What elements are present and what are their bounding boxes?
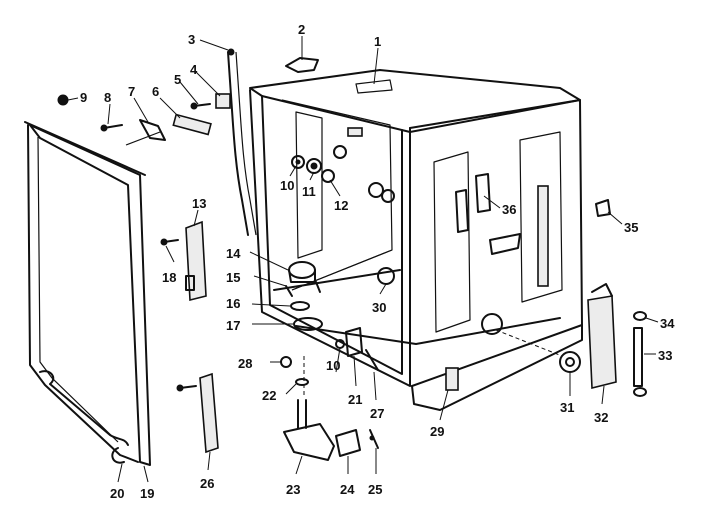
part-27-screw xyxy=(365,349,379,371)
callout-34: 34 xyxy=(660,316,675,331)
tub-body xyxy=(249,69,583,411)
callout-23: 23 xyxy=(286,482,300,497)
part-24-bracket xyxy=(335,429,361,457)
callout-7: 7 xyxy=(128,84,135,99)
callout-29: 29 xyxy=(430,424,444,439)
callout-9: 9 xyxy=(80,90,87,105)
part-26-hinge-arm xyxy=(176,372,219,454)
part-28-nut xyxy=(280,356,292,368)
part-30-grommet xyxy=(377,267,395,285)
part-14-cap xyxy=(288,261,316,279)
part-4-clip xyxy=(215,93,231,109)
callout-27: 27 xyxy=(370,406,384,421)
part-15-screw xyxy=(285,285,293,297)
callout-8: 8 xyxy=(104,90,111,105)
part-32-leg-bracket xyxy=(587,295,617,390)
callout-10-lower: 10 xyxy=(326,358,340,373)
callout-20: 20 xyxy=(110,486,124,501)
callout-36: 36 xyxy=(502,202,516,217)
part-2-bracket xyxy=(285,57,319,73)
callout-11: 11 xyxy=(302,184,316,199)
callout-19: 19 xyxy=(140,486,154,501)
drain-port xyxy=(481,313,503,335)
callout-30: 30 xyxy=(372,300,386,315)
callout-10-upper: 10 xyxy=(280,178,294,193)
callout-14: 14 xyxy=(226,246,241,261)
callout-22: 22 xyxy=(262,388,276,403)
pin xyxy=(297,399,307,429)
part-29-plate xyxy=(445,367,459,391)
callout-17: 17 xyxy=(226,318,240,333)
side-brackets xyxy=(455,173,521,255)
hinge-assembly xyxy=(283,423,379,461)
door-gasket xyxy=(24,121,151,466)
part-7-hinge xyxy=(139,119,166,141)
part-6-bracket xyxy=(172,113,212,136)
part-13-strike xyxy=(185,220,207,302)
callout-24: 24 xyxy=(340,482,355,497)
callout-13: 13 xyxy=(192,196,206,211)
leader-lines xyxy=(67,36,659,483)
lower-center-parts xyxy=(285,261,395,331)
callout-6: 6 xyxy=(152,84,159,99)
callout-28: 28 xyxy=(238,356,252,371)
callout-33: 33 xyxy=(658,348,672,363)
part-23-hinge xyxy=(283,423,335,461)
callout-5: 5 xyxy=(174,72,181,87)
part-9-bumper xyxy=(57,94,69,106)
part-1-vent xyxy=(355,79,393,94)
callout-32: 32 xyxy=(594,410,608,425)
callout-18: 18 xyxy=(162,270,176,285)
callout-labels: 1 2 3 4 5 6 7 8 9 10 11 12 13 14 15 16 1… xyxy=(80,22,675,501)
callout-15: 15 xyxy=(226,270,240,285)
inlet-hose xyxy=(215,48,257,236)
part-33-leveling-leg xyxy=(633,311,647,397)
callout-3: 3 xyxy=(188,32,195,47)
callout-2: 2 xyxy=(298,22,305,37)
part-16-washer xyxy=(290,301,310,311)
door-latch-parts xyxy=(160,220,207,302)
callout-4: 4 xyxy=(190,62,198,77)
part-35-clip xyxy=(595,199,611,217)
callout-1: 1 xyxy=(374,34,381,49)
callout-12: 12 xyxy=(334,198,348,213)
part-21-bracket xyxy=(345,327,363,357)
callout-25: 25 xyxy=(368,482,382,497)
part-22-ring xyxy=(295,378,309,386)
lower-hardware xyxy=(280,327,379,429)
callout-26: 26 xyxy=(200,476,214,491)
callout-16: 16 xyxy=(226,296,240,311)
callout-21: 21 xyxy=(348,392,362,407)
callout-31: 31 xyxy=(560,400,574,415)
upper-left-hardware xyxy=(57,94,212,146)
callout-35: 35 xyxy=(624,220,638,235)
